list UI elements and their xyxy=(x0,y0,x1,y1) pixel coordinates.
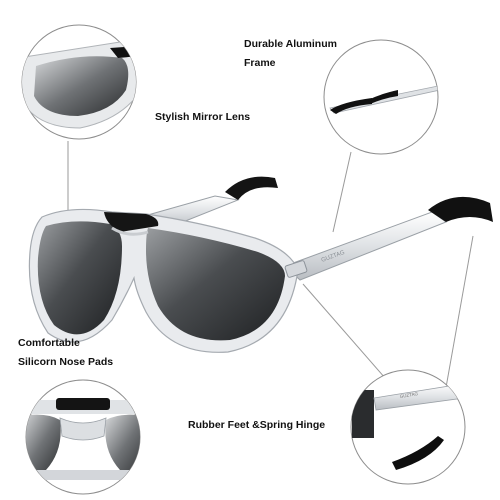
nose-pads-label-line1: Comfortable xyxy=(18,337,80,349)
hinge-block xyxy=(284,260,308,278)
hinge-feature-label: Rubber Feet &Spring Hinge xyxy=(188,419,326,431)
frame-callout-line xyxy=(332,151,352,233)
left-lens xyxy=(37,221,122,335)
right-lens xyxy=(146,228,285,341)
frame-closeup-circle xyxy=(323,39,439,155)
hinge-closeup-circle: GUZTAG xyxy=(350,369,466,485)
nose-pads-label-line2: Silicorn Nose Pads xyxy=(18,356,114,368)
hinge-callout-line xyxy=(302,283,393,387)
frame-label-line2: Frame xyxy=(244,57,276,69)
top-bridge-bar xyxy=(104,212,159,232)
lens-feature-label: Stylish Mirror Lens xyxy=(155,111,251,123)
double-bridge xyxy=(111,226,149,236)
sunglasses-main: GUZTAG xyxy=(28,176,493,353)
far-temple-rubber-tip xyxy=(225,176,278,200)
frame-label-line1: Durable Aluminum xyxy=(244,38,337,50)
hinge-brand-text: GUZTAG xyxy=(399,391,418,399)
lens-closeup-circle xyxy=(21,24,137,140)
nose-pads-feature-label: Comfortable Silicorn Nose Pads xyxy=(18,334,113,372)
near-temple-arm xyxy=(284,211,448,281)
frame-feature-label: Durable Aluminum Frame xyxy=(244,35,337,73)
nose-pads-closeup-circle xyxy=(25,379,141,495)
near-temple-rubber-tip xyxy=(428,196,493,222)
